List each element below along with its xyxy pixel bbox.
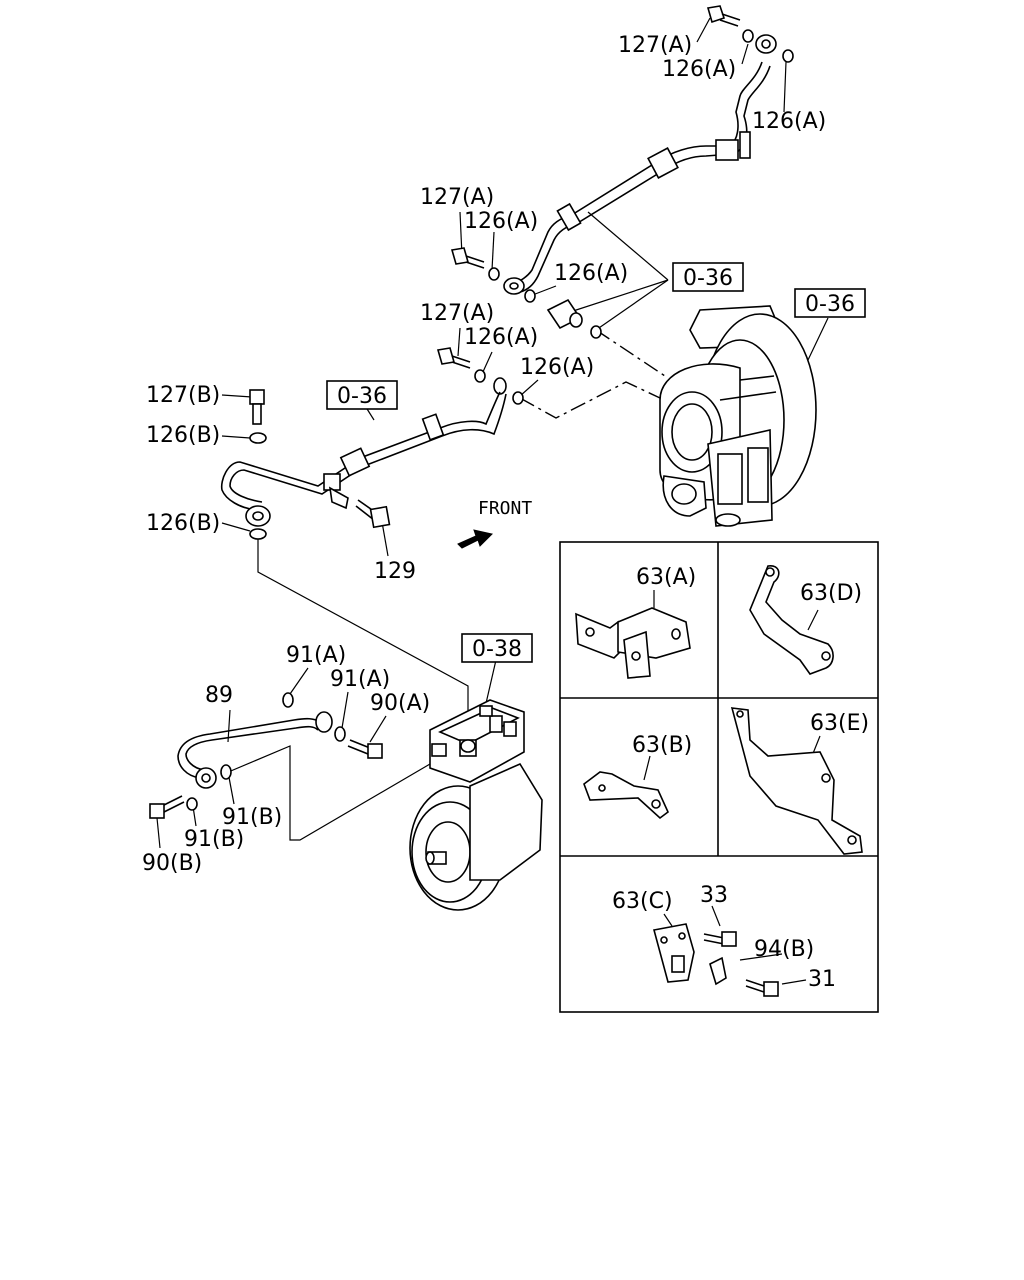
washers-bolts-top	[436, 5, 794, 405]
ref-label: 0-36	[805, 292, 855, 317]
label-91b: 91(B)	[222, 805, 282, 830]
label-126b: 126(B)	[146, 423, 220, 448]
front-arrow	[457, 529, 493, 549]
label-31: 31	[808, 967, 836, 992]
label-63b: 63(B)	[632, 733, 692, 758]
bracket-63d	[749, 565, 834, 675]
ref-label: 0-36	[683, 266, 733, 291]
label-91a: 91(A)	[286, 643, 346, 668]
label-89: 89	[205, 683, 233, 708]
label-126a: 126(A)	[662, 57, 736, 82]
bracket-63c	[653, 923, 779, 997]
label-63d: 63(D)	[800, 581, 862, 606]
label-33: 33	[700, 883, 728, 908]
label-126a: 126(A)	[464, 209, 538, 234]
label-63a: 63(A)	[636, 565, 696, 590]
ref-box-038[interactable]: 0-38	[461, 633, 533, 663]
bracket-63b	[583, 771, 669, 820]
label-126a: 126(A)	[464, 325, 538, 350]
left-oil-pipe	[220, 389, 507, 540]
label-90b: 90(B)	[142, 851, 202, 876]
label-90a: 90(A)	[370, 691, 430, 716]
front-label: FRONT	[478, 498, 532, 519]
turbocharger	[659, 305, 817, 527]
part-labels: 127(A) 126(A) 126(A) 127(A) 126(A) 126(A…	[142, 33, 869, 992]
bracket-63a	[575, 607, 691, 679]
label-127a: 127(A)	[618, 33, 692, 58]
upper-oil-pipe	[503, 34, 777, 295]
label-127a: 127(A)	[420, 185, 494, 210]
label-126b: 126(B)	[146, 511, 220, 536]
label-126a: 126(A)	[752, 109, 826, 134]
ref-box-036-turbo[interactable]: 0-36	[794, 288, 866, 318]
label-94b: 94(B)	[754, 937, 814, 962]
ref-box-036-left[interactable]: 0-36	[326, 380, 398, 410]
label-63c: 63(C)	[612, 889, 673, 914]
air-compressor	[409, 699, 543, 911]
ref-label: 0-36	[337, 384, 387, 409]
ref-label: 0-38	[472, 637, 522, 662]
label-63e: 63(E)	[810, 711, 869, 736]
ref-box-036-top[interactable]: 0-36	[672, 262, 744, 292]
label-129: 129	[374, 559, 416, 584]
label-91b: 91(B)	[184, 827, 244, 852]
label-126a: 126(A)	[554, 261, 628, 286]
bracket-63e	[730, 707, 863, 855]
label-127a: 127(A)	[420, 301, 494, 326]
lower-pipe-89	[149, 692, 383, 819]
label-91a: 91(A)	[330, 667, 390, 692]
label-127b: 127(B)	[146, 383, 220, 408]
label-126a: 126(A)	[520, 355, 594, 380]
